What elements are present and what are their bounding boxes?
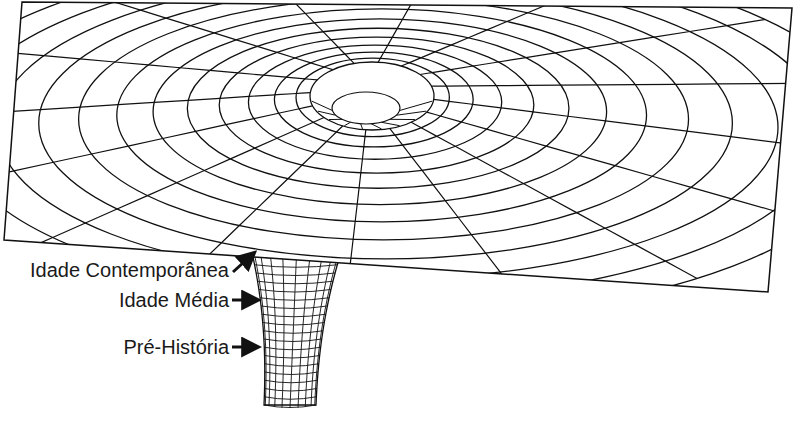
tube-line <box>258 241 270 406</box>
grid-ring <box>248 45 501 159</box>
grid-radial <box>0 93 310 118</box>
tube-outline <box>249 240 345 405</box>
grid-radial <box>253 0 354 63</box>
throat-line <box>344 122 350 125</box>
throat-line <box>390 119 415 120</box>
throat-line <box>400 101 432 110</box>
grid-ring <box>219 37 534 173</box>
grid-radial <box>427 112 805 223</box>
plane-grid <box>0 0 805 320</box>
throat-line <box>381 122 399 125</box>
grid-radial <box>434 99 805 154</box>
era-label: Idade Contemporânea <box>28 258 231 282</box>
funnel-tube <box>249 240 345 408</box>
tube-line <box>298 243 312 408</box>
grid-ring <box>274 52 473 147</box>
funnel-throat <box>332 92 400 124</box>
tube-line <box>282 243 284 408</box>
tube-line <box>269 242 276 407</box>
grid-ring <box>296 58 449 136</box>
grid-radial <box>411 122 697 278</box>
grid-radial <box>431 83 805 86</box>
era-label: Pré-História <box>121 335 231 359</box>
grid-radial <box>0 49 317 80</box>
tube-line <box>315 240 343 405</box>
tube-line <box>311 241 336 406</box>
grid-radial <box>420 20 765 75</box>
tube-line <box>290 243 297 408</box>
throat-line <box>329 119 342 120</box>
tube-line <box>251 240 266 405</box>
era-label: Idade Média <box>117 288 231 312</box>
grid-ring <box>187 28 569 188</box>
throat-line <box>371 124 381 129</box>
grid-ring <box>153 19 607 205</box>
grid-ring <box>39 0 733 259</box>
grid-radial <box>87 0 333 70</box>
throat-line <box>396 111 426 115</box>
arrow <box>233 253 254 272</box>
grid-ring <box>0 0 805 299</box>
grid-ring <box>0 0 805 320</box>
label-arrows <box>232 253 258 347</box>
grid-ring <box>117 9 647 222</box>
throat-line <box>361 124 363 129</box>
grid-radial <box>0 106 313 189</box>
grid-radial <box>390 129 531 313</box>
grid-radial <box>401 0 620 66</box>
throat-line <box>312 101 332 110</box>
throat-line <box>318 111 336 115</box>
grid-radial <box>19 118 324 253</box>
arrow <box>232 299 258 302</box>
grid-radial <box>378 0 440 62</box>
grid-ring <box>0 0 778 279</box>
grid-ring <box>310 62 434 130</box>
grid-radial <box>344 130 366 319</box>
arrow <box>232 346 258 349</box>
